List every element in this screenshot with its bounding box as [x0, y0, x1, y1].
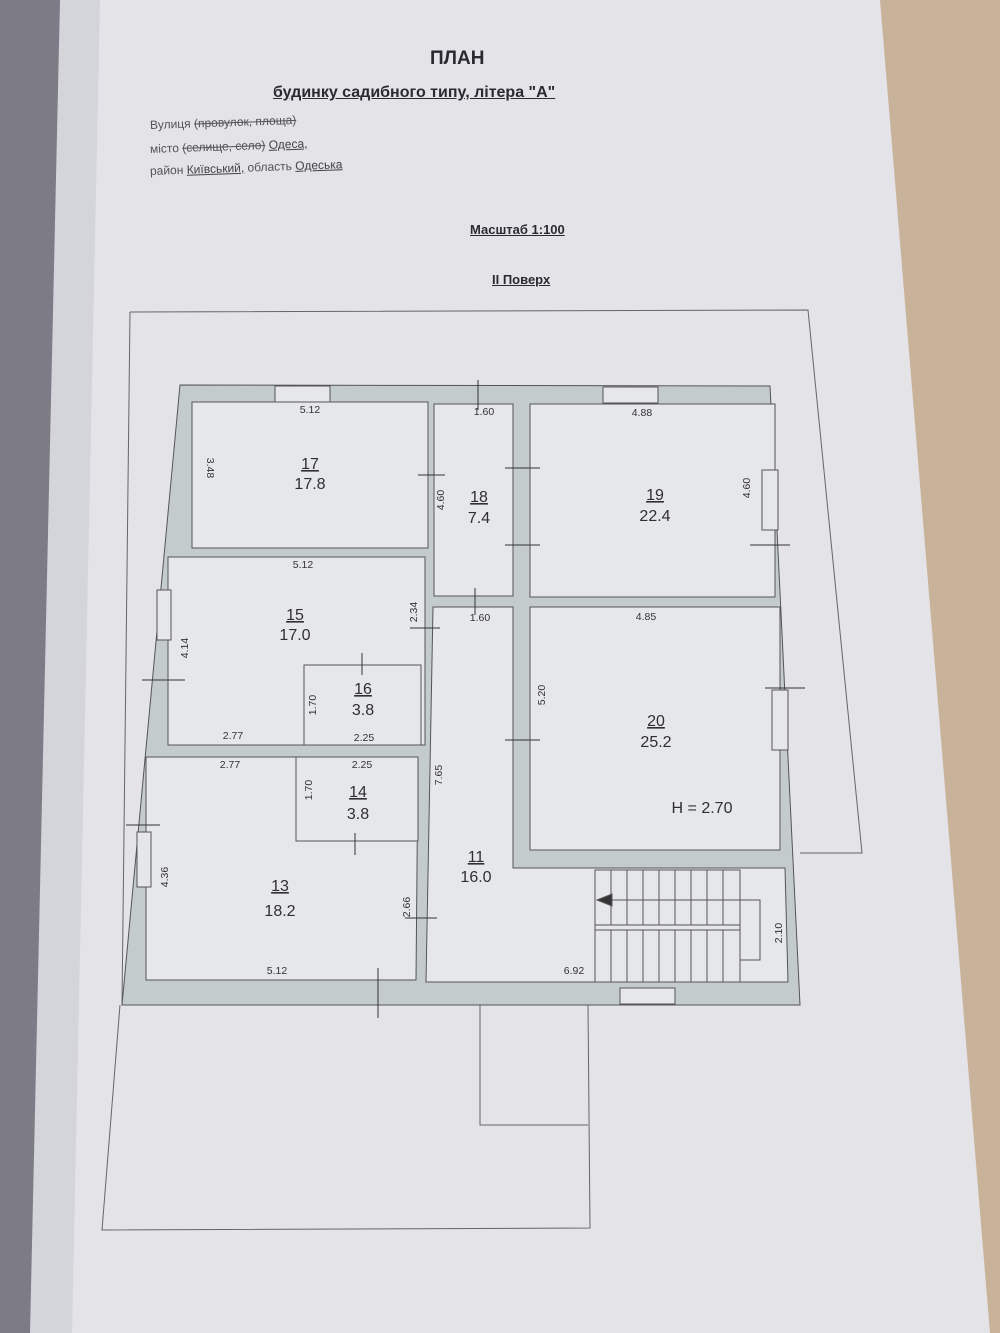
room-14-number: 14 [349, 784, 367, 801]
staircase [594, 869, 761, 983]
room-16-number: 16 [354, 681, 372, 698]
room-18-area: 7.4 [468, 510, 490, 527]
dim: 2.66 [401, 897, 413, 918]
room-20 [529, 606, 781, 851]
dim: 6.92 [564, 965, 585, 977]
dim: 2.25 [354, 732, 375, 744]
lot-outline-upper [129, 309, 863, 854]
district-value: Київський, [186, 160, 245, 177]
room-11-area: 16.0 [460, 869, 491, 886]
room-14 [295, 756, 419, 842]
dim: 5.12 [293, 559, 314, 571]
door-marks [126, 380, 805, 1018]
windows [136, 385, 789, 1005]
city-struck: (селище, село) [182, 137, 266, 155]
dim: 5.12 [267, 965, 288, 977]
city-value: Одеса, [268, 136, 308, 152]
street-label: Вулиця [149, 116, 191, 132]
room-15-number: 15 [286, 607, 304, 624]
room-19-area: 22.4 [639, 508, 670, 525]
annex-outline [101, 1004, 591, 1231]
region-value: Одеська [295, 157, 343, 173]
document-subtitle: будинку садибного типу, літера "А" [273, 84, 556, 101]
dim: 1.60 [474, 406, 495, 418]
room-17 [191, 401, 429, 549]
lot-outline-left [121, 311, 131, 1006]
room-18 [433, 403, 514, 597]
dim: 4.60 [741, 478, 753, 499]
dim: 2.77 [220, 759, 241, 771]
dim: 4.14 [179, 638, 191, 659]
room-11 [425, 606, 789, 983]
room-16-area: 3.8 [352, 702, 374, 719]
room-20-area: 25.2 [640, 734, 671, 751]
ceiling-height: H = 2.70 [672, 800, 733, 817]
city-label: місто [149, 140, 180, 156]
dim: 1.60 [470, 612, 491, 624]
room-11-number: 11 [468, 849, 485, 866]
dim: 2.34 [408, 602, 420, 623]
room-14-area: 3.8 [347, 806, 369, 823]
dim: 3.48 [204, 458, 216, 479]
room-17-number: 17 [301, 456, 319, 473]
dim: 1.70 [307, 695, 319, 716]
scale-label: Масштаб 1:100 [470, 222, 565, 237]
room-13-area: 18.2 [264, 903, 295, 920]
dim: 4.36 [159, 867, 171, 888]
dim: 4.88 [632, 407, 653, 419]
dim: 5.12 [300, 404, 321, 416]
annex-inner-outline [479, 1005, 588, 1126]
dim: 7.65 [433, 765, 445, 786]
dim: 4.60 [435, 490, 447, 511]
district-label: район [149, 162, 184, 178]
dim: 2.25 [352, 759, 373, 771]
dim: 5.20 [536, 685, 548, 706]
room-19-number: 19 [646, 487, 664, 504]
room-17-area: 17.8 [294, 476, 325, 493]
dim: 1.70 [303, 780, 315, 801]
region-label: область [247, 159, 293, 175]
page-fold [30, 0, 100, 1333]
room-18-number: 18 [470, 489, 488, 506]
floor-label: II Поверх [492, 272, 551, 287]
document-title: ПЛАН [430, 48, 485, 69]
dim: 2.10 [773, 923, 785, 944]
dim: 2.77 [223, 730, 244, 742]
dim: 4.85 [636, 611, 657, 623]
room-13-number: 13 [271, 878, 289, 895]
room-20-number: 20 [647, 713, 665, 730]
room-15-area: 17.0 [279, 627, 310, 644]
